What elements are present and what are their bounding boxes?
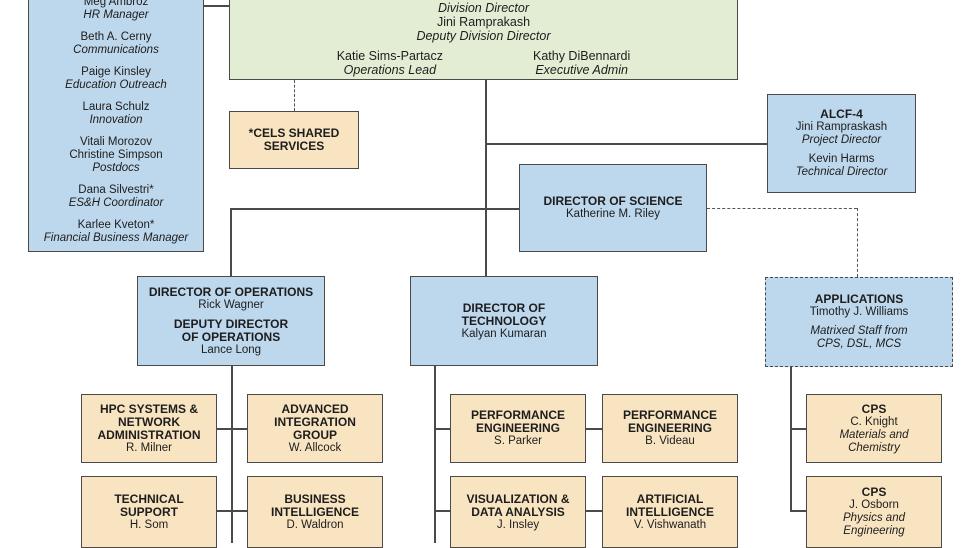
deputy-role: Deputy Division Director <box>416 29 551 43</box>
person-name: C. Knight <box>850 415 898 428</box>
connector <box>216 510 247 512</box>
connector <box>485 143 767 145</box>
person-name: Kalyan Kumaran <box>461 327 547 340</box>
person-name: Rick Wagner <box>198 298 264 311</box>
person-role: Project Director <box>801 134 882 146</box>
staff-role: Innovation <box>89 114 143 126</box>
box-title: PERFORMANCE ENGINEERING <box>622 408 717 435</box>
box-title: DEPUTY DIRECTOR OF OPERATIONS <box>173 316 289 344</box>
person-name: Kevin Harms <box>808 153 875 165</box>
person-name: J. Insley <box>496 518 540 531</box>
person-name: W. Allcock <box>288 441 342 454</box>
person-name: J. Osborn <box>849 499 899 511</box>
connector <box>586 510 602 512</box>
person-name: B. Videau <box>645 435 695 447</box>
connector <box>790 366 792 511</box>
director-of-science-box: DIRECTOR OF SCIENCE Katherine M. Riley <box>519 164 707 252</box>
box-title: APPLICATIONS <box>814 292 904 306</box>
person-name: R. Milner <box>125 441 172 454</box>
staff-name: Beth A. Cerny <box>80 31 152 43</box>
admin-role: Executive Admin <box>535 63 628 77</box>
staff-name: Dana Silvestri* <box>78 184 154 196</box>
director-of-operations-box: DIRECTOR OF OPERATIONS Rick Wagner DEPUT… <box>137 276 325 366</box>
staff-role: Postdocs <box>92 162 140 174</box>
staff-role: HR Manager <box>83 9 149 21</box>
box-title: ADVANCED INTEGRATION GROUP <box>274 401 356 442</box>
staff-box: Meg Ambroz HR Manager Beth A. Cerny Comm… <box>28 0 204 252</box>
connector <box>790 428 806 430</box>
dashed-connector <box>294 80 295 111</box>
box-title: DIRECTOR OF OPERATIONS <box>148 284 314 299</box>
box-title: DIRECTOR OF TECHNOLOGY <box>461 300 547 328</box>
staff-name: Paige Kinsley <box>81 66 151 78</box>
area: Materials and Chemistry <box>839 428 909 454</box>
staff-name: Vitali Morozov <box>79 136 152 148</box>
box-title: *CELS SHARED SERVICES <box>248 126 340 153</box>
connector <box>485 80 487 276</box>
person-name: D. Waldron <box>286 518 344 531</box>
person-name: Lance Long <box>200 343 262 356</box>
box-title: TECHNICAL SUPPORT <box>114 491 184 519</box>
person-name: Katherine M. Riley <box>566 208 660 220</box>
person-name: Jini Rampraskash <box>795 121 888 133</box>
connector <box>230 208 232 276</box>
connector <box>434 510 450 512</box>
cels-shared-services-box: *CELS SHARED SERVICES <box>229 111 359 169</box>
box-title: CPS <box>861 401 887 416</box>
deputy-name: Jini Ramprakash <box>436 15 531 29</box>
person-name: Timothy J. Williams <box>809 306 909 318</box>
staff-name: Laura Schulz <box>82 101 150 113</box>
ops-lead-role: Operations Lead <box>343 63 437 77</box>
staff-name: Meg Ambroz <box>83 0 149 8</box>
person-name: V. Vishwanath <box>633 518 707 531</box>
person-name: H. Som <box>129 518 169 531</box>
box-title: ARTIFICIAL INTELLIGENCE <box>625 491 714 519</box>
connector <box>204 5 229 7</box>
box-title: CPS <box>861 485 887 499</box>
dashed-connector <box>707 208 857 209</box>
person-role: Technical Director <box>795 166 888 178</box>
connector <box>434 365 436 543</box>
box-title: DIRECTOR OF SCIENCE <box>543 194 683 208</box>
area: Physics and Engineering <box>842 512 905 537</box>
box-title: VISUALIZATION & DATA ANALYSIS <box>466 491 570 519</box>
staff-role: ES&H Coordinator <box>68 197 164 209</box>
ops-lead-name: Katie Sims-Partacz <box>336 49 443 63</box>
connector <box>434 428 450 430</box>
applications-box: APPLICATIONS Timothy J. Williams Matrixe… <box>765 277 953 367</box>
note: Matrixed Staff from CPS, DSL, MCS <box>810 325 908 350</box>
division-director-box: Division Director Jini Ramprakash Deputy… <box>229 0 738 80</box>
director-of-technology-box: DIRECTOR OF TECHNOLOGY Kalyan Kumaran <box>410 276 598 366</box>
staff-role: Financial Business Manager <box>43 232 189 244</box>
box-title: BUSINESS INTELLIGENCE <box>271 491 360 519</box>
staff-role: Communications <box>73 44 159 56</box>
staff-role: Education Outreach <box>65 79 167 91</box>
box-title: PERFORMANCE ENGINEERING <box>470 408 565 435</box>
staff-name: Christine Simpson <box>69 149 163 161</box>
alcf4-box: ALCF-4 Jini Rampraskash Project Director… <box>767 94 916 193</box>
box-title: HPC SYSTEMS & NETWORK ADMINISTRATION <box>97 401 201 442</box>
connector <box>216 428 247 430</box>
staff-name: Karlee Kveton* <box>77 219 155 231</box>
connector <box>231 365 233 543</box>
connector <box>586 428 602 430</box>
box-title: ALCF-4 <box>820 107 863 121</box>
connector <box>790 510 806 512</box>
admin-name: Kathy DiBennardi <box>533 49 631 63</box>
dashed-connector <box>857 208 858 277</box>
director-role: Division Director <box>438 1 529 15</box>
connector <box>230 208 519 210</box>
person-name: S. Parker <box>494 435 542 447</box>
